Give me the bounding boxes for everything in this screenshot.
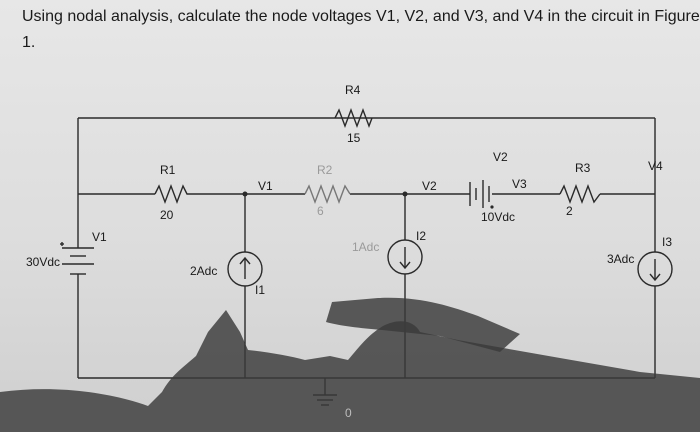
node-dot-v2: [402, 191, 408, 197]
label-v2-source-value: 10Vdc: [481, 210, 515, 224]
label-r1: R1: [160, 163, 176, 177]
label-i1-value: 2Adc: [190, 264, 217, 278]
label-r2: R2: [317, 163, 333, 177]
label-i2: I2: [416, 229, 426, 243]
label-r1-value: 20: [160, 208, 174, 222]
label-node-v2: V2: [422, 179, 437, 193]
current-source-i1: [227, 251, 263, 287]
label-v1-source-value: 30Vdc: [26, 255, 60, 269]
label-r2-value: 6: [317, 204, 324, 218]
label-i3: I3: [662, 235, 672, 249]
node-dot-v1: [242, 191, 248, 197]
label-node-v1: V1: [258, 179, 273, 193]
problem-statement-line-1: Using nodal analysis, calculate the node…: [22, 8, 700, 25]
label-i3-value: 3Adc: [607, 252, 634, 266]
pen-shadow: [326, 297, 520, 352]
label-r4: R4: [345, 83, 361, 97]
label-node-v2-top: V2: [493, 150, 508, 164]
label-r4-value: 15: [347, 131, 361, 145]
node-dot-v3: [490, 205, 494, 209]
current-source-i3: [637, 251, 673, 287]
label-r3-value: 2: [566, 204, 573, 218]
problem-statement-line-2: 1.: [22, 34, 36, 51]
label-node-v4: V4: [648, 159, 663, 173]
resistor-r3: [559, 184, 601, 204]
label-r3: R3: [575, 161, 591, 175]
label-ground: 0: [345, 406, 352, 420]
hand-shadow: [0, 310, 700, 432]
label-node-v3: V3: [512, 177, 527, 191]
label-i1: I1: [255, 283, 265, 297]
label-v1-source: V1: [92, 230, 107, 244]
current-source-i2: [387, 239, 423, 275]
resistor-r4: [334, 108, 373, 128]
voltage-source-v2: [469, 180, 490, 208]
resistor-r1: [154, 184, 190, 204]
label-i2-value: 1Adc: [352, 240, 379, 254]
voltage-source-v1: [60, 242, 94, 275]
resistor-r2: [304, 184, 351, 204]
